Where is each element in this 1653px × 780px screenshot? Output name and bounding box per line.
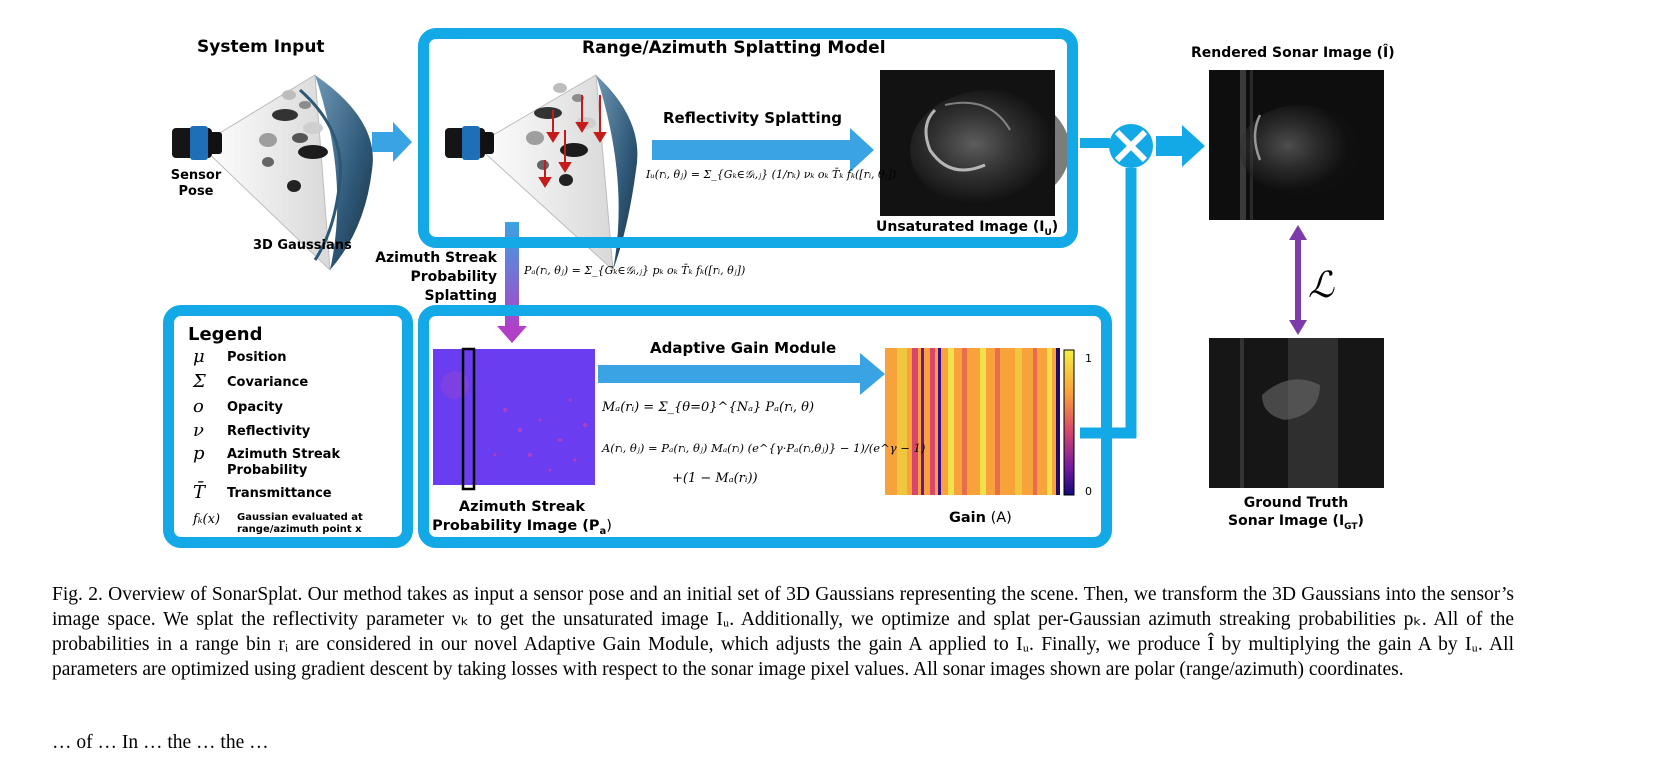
colorbar-max: 1 xyxy=(1085,352,1092,365)
gain-arrow xyxy=(598,353,885,395)
loss-symbol: ℒ xyxy=(1308,265,1334,306)
azimuth-prob-equation: Pₐ(rᵢ, θⱼ) = Σ_{Gₖ∈𝒢ᵢ,ⱼ} pₖ oₖ T̄ₖ fₖ([r… xyxy=(524,264,746,277)
ground-truth-label: Ground Truth Sonar Image (IGT) xyxy=(1228,495,1364,532)
gain-map-label: Gain (A) xyxy=(949,510,1012,526)
legend-symbol: T̄ xyxy=(193,482,206,503)
red-arrows xyxy=(538,95,607,188)
legend-label: Opacity xyxy=(227,400,283,415)
legend-symbol: μ xyxy=(193,346,205,367)
azimuth-probability-image xyxy=(433,347,595,491)
reflectivity-arrow xyxy=(652,128,874,172)
legend-symbol: o xyxy=(193,396,204,417)
gaussian-ellipses xyxy=(259,90,328,192)
legend-title: Legend xyxy=(188,324,263,345)
azimuth-probability-image-label: Azimuth Streak Probability Image (Pa) xyxy=(432,499,612,537)
unsaturated-image-label: Unsaturated Image (IU) xyxy=(876,219,1059,238)
azimuth-down-arrow xyxy=(497,222,527,343)
legend-label: Position xyxy=(227,350,287,365)
rendered-sonar-label: Rendered Sonar Image (Î) xyxy=(1191,45,1395,61)
colorbar-min: 0 xyxy=(1085,485,1092,498)
diagram-canvas xyxy=(172,70,1384,496)
gain-equation-line2: +(1 − Mₐ(rᵢ)) xyxy=(672,471,758,486)
camera-icon xyxy=(172,126,222,160)
legend-symbol: p xyxy=(193,443,205,464)
azimuth-streak-splatting-label: Azimuth Streak Probability Splatting xyxy=(375,250,497,304)
gaussians-label: 3D Gaussians xyxy=(253,238,352,253)
splatting-model-box xyxy=(418,28,1078,248)
legend-symbol: fₖ(x) xyxy=(193,512,221,527)
next-paragraph-fragment: … of … In … the … the … xyxy=(52,732,269,752)
splatting-model-illustration xyxy=(445,74,638,272)
reflectivity-splatting-label: Reflectivity Splatting xyxy=(663,109,843,127)
legend-label: Covariance xyxy=(227,375,309,390)
reflectivity-equation: Iᵤ(rᵢ, θⱼ) = Σ_{Gₖ∈𝒢ᵢ,ⱼ} (1/rₖ) νₖ oₖ T̄… xyxy=(646,168,897,181)
gain-map xyxy=(885,348,1075,496)
output-arrow xyxy=(1156,125,1205,167)
loss-arrow xyxy=(1289,225,1307,335)
legend-label: Reflectivity xyxy=(227,424,311,439)
figure-caption: Fig. 2. Overview of SonarSplat. Our meth… xyxy=(52,584,1514,680)
legend-box xyxy=(163,305,413,548)
system-input-illustration xyxy=(172,74,373,272)
multiply-node xyxy=(1109,124,1153,168)
rendered-sonar-image xyxy=(1209,70,1384,220)
input-arrow xyxy=(372,122,412,162)
splatting-model-title: Range/Azimuth Splatting Model xyxy=(582,38,886,58)
camera-icon-2 xyxy=(445,126,494,160)
adaptive-gain-box xyxy=(418,305,1112,548)
unsaturated-sonar-image xyxy=(880,70,1070,216)
mask-equation: Mₐ(rᵢ) = Σ_{θ=0}^{Nₐ} Pₐ(rᵢ, θ) xyxy=(602,400,815,415)
legend-symbol: ν xyxy=(193,420,204,441)
legend-label: Transmittance xyxy=(227,486,332,501)
ground-truth-sonar-image xyxy=(1209,338,1384,488)
adaptive-gain-label: Adaptive Gain Module xyxy=(650,339,837,357)
legend-symbol: Σ xyxy=(193,371,206,392)
gain-equation-line1: A(rᵢ, θⱼ) = Pₐ(rᵢ, θⱼ) Mₐ(rᵢ) (e^{γ·Pₐ(r… xyxy=(602,441,926,455)
system-input-title: System Input xyxy=(197,37,325,57)
